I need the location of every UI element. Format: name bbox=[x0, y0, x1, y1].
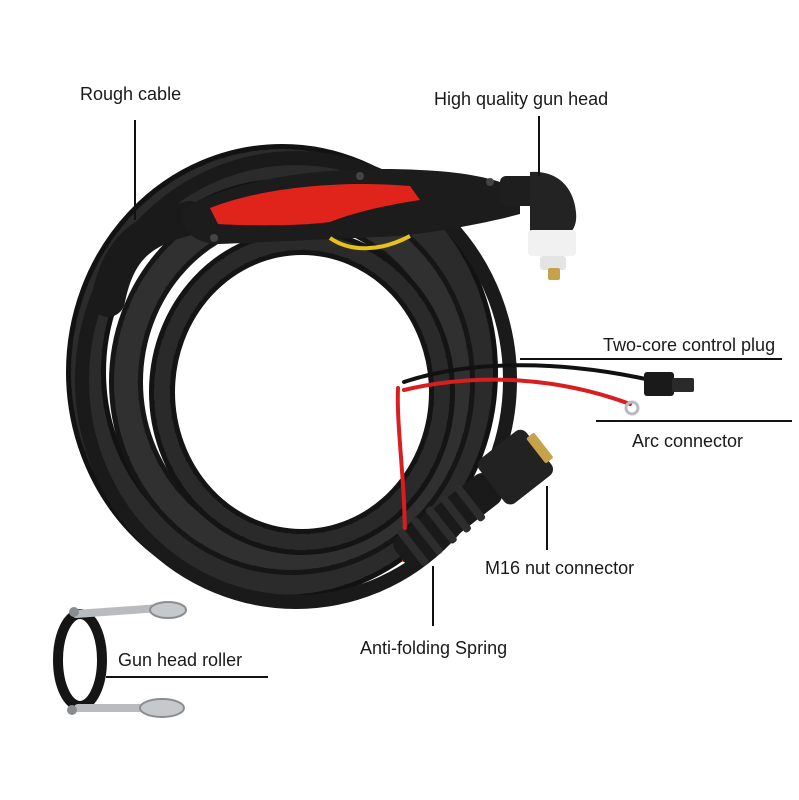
label-roller: Gun head roller bbox=[118, 650, 243, 670]
leader-nut-connector bbox=[546, 486, 548, 550]
torch-handle bbox=[181, 169, 520, 251]
m16-connector bbox=[393, 429, 554, 568]
torch-head bbox=[500, 171, 577, 280]
label-nut-connector: M16 nut connector bbox=[485, 558, 635, 578]
leader-gun-head bbox=[538, 116, 540, 176]
leader-roller bbox=[106, 676, 268, 678]
label-rough-cable: Rough cable bbox=[80, 84, 182, 104]
label-gun-head: High quality gun head bbox=[434, 89, 609, 109]
leader-arc-connector bbox=[596, 420, 792, 422]
leader-spring bbox=[432, 566, 434, 626]
label-control-plug: Two-core control plug bbox=[603, 335, 776, 355]
torch-hose bbox=[91, 201, 207, 317]
label-spring: Anti-folding Spring bbox=[360, 638, 508, 658]
leader-control-plug bbox=[520, 358, 782, 360]
label-arc-connector: Arc connector bbox=[632, 431, 744, 451]
leader-rough-cable bbox=[134, 120, 136, 220]
gun-head-roller bbox=[53, 601, 187, 718]
